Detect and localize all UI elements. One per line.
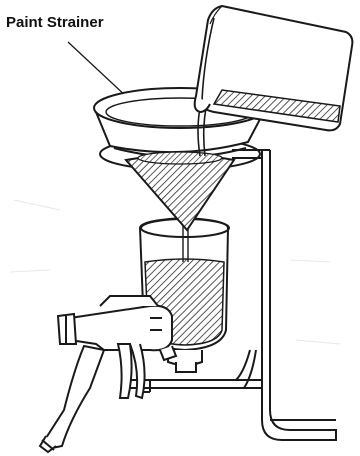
callout-leader-line [68,42,128,98]
paint-strainer-label: Paint Strainer [6,14,104,31]
spray-gun-icon [40,296,176,452]
measuring-cup-icon [195,6,353,130]
